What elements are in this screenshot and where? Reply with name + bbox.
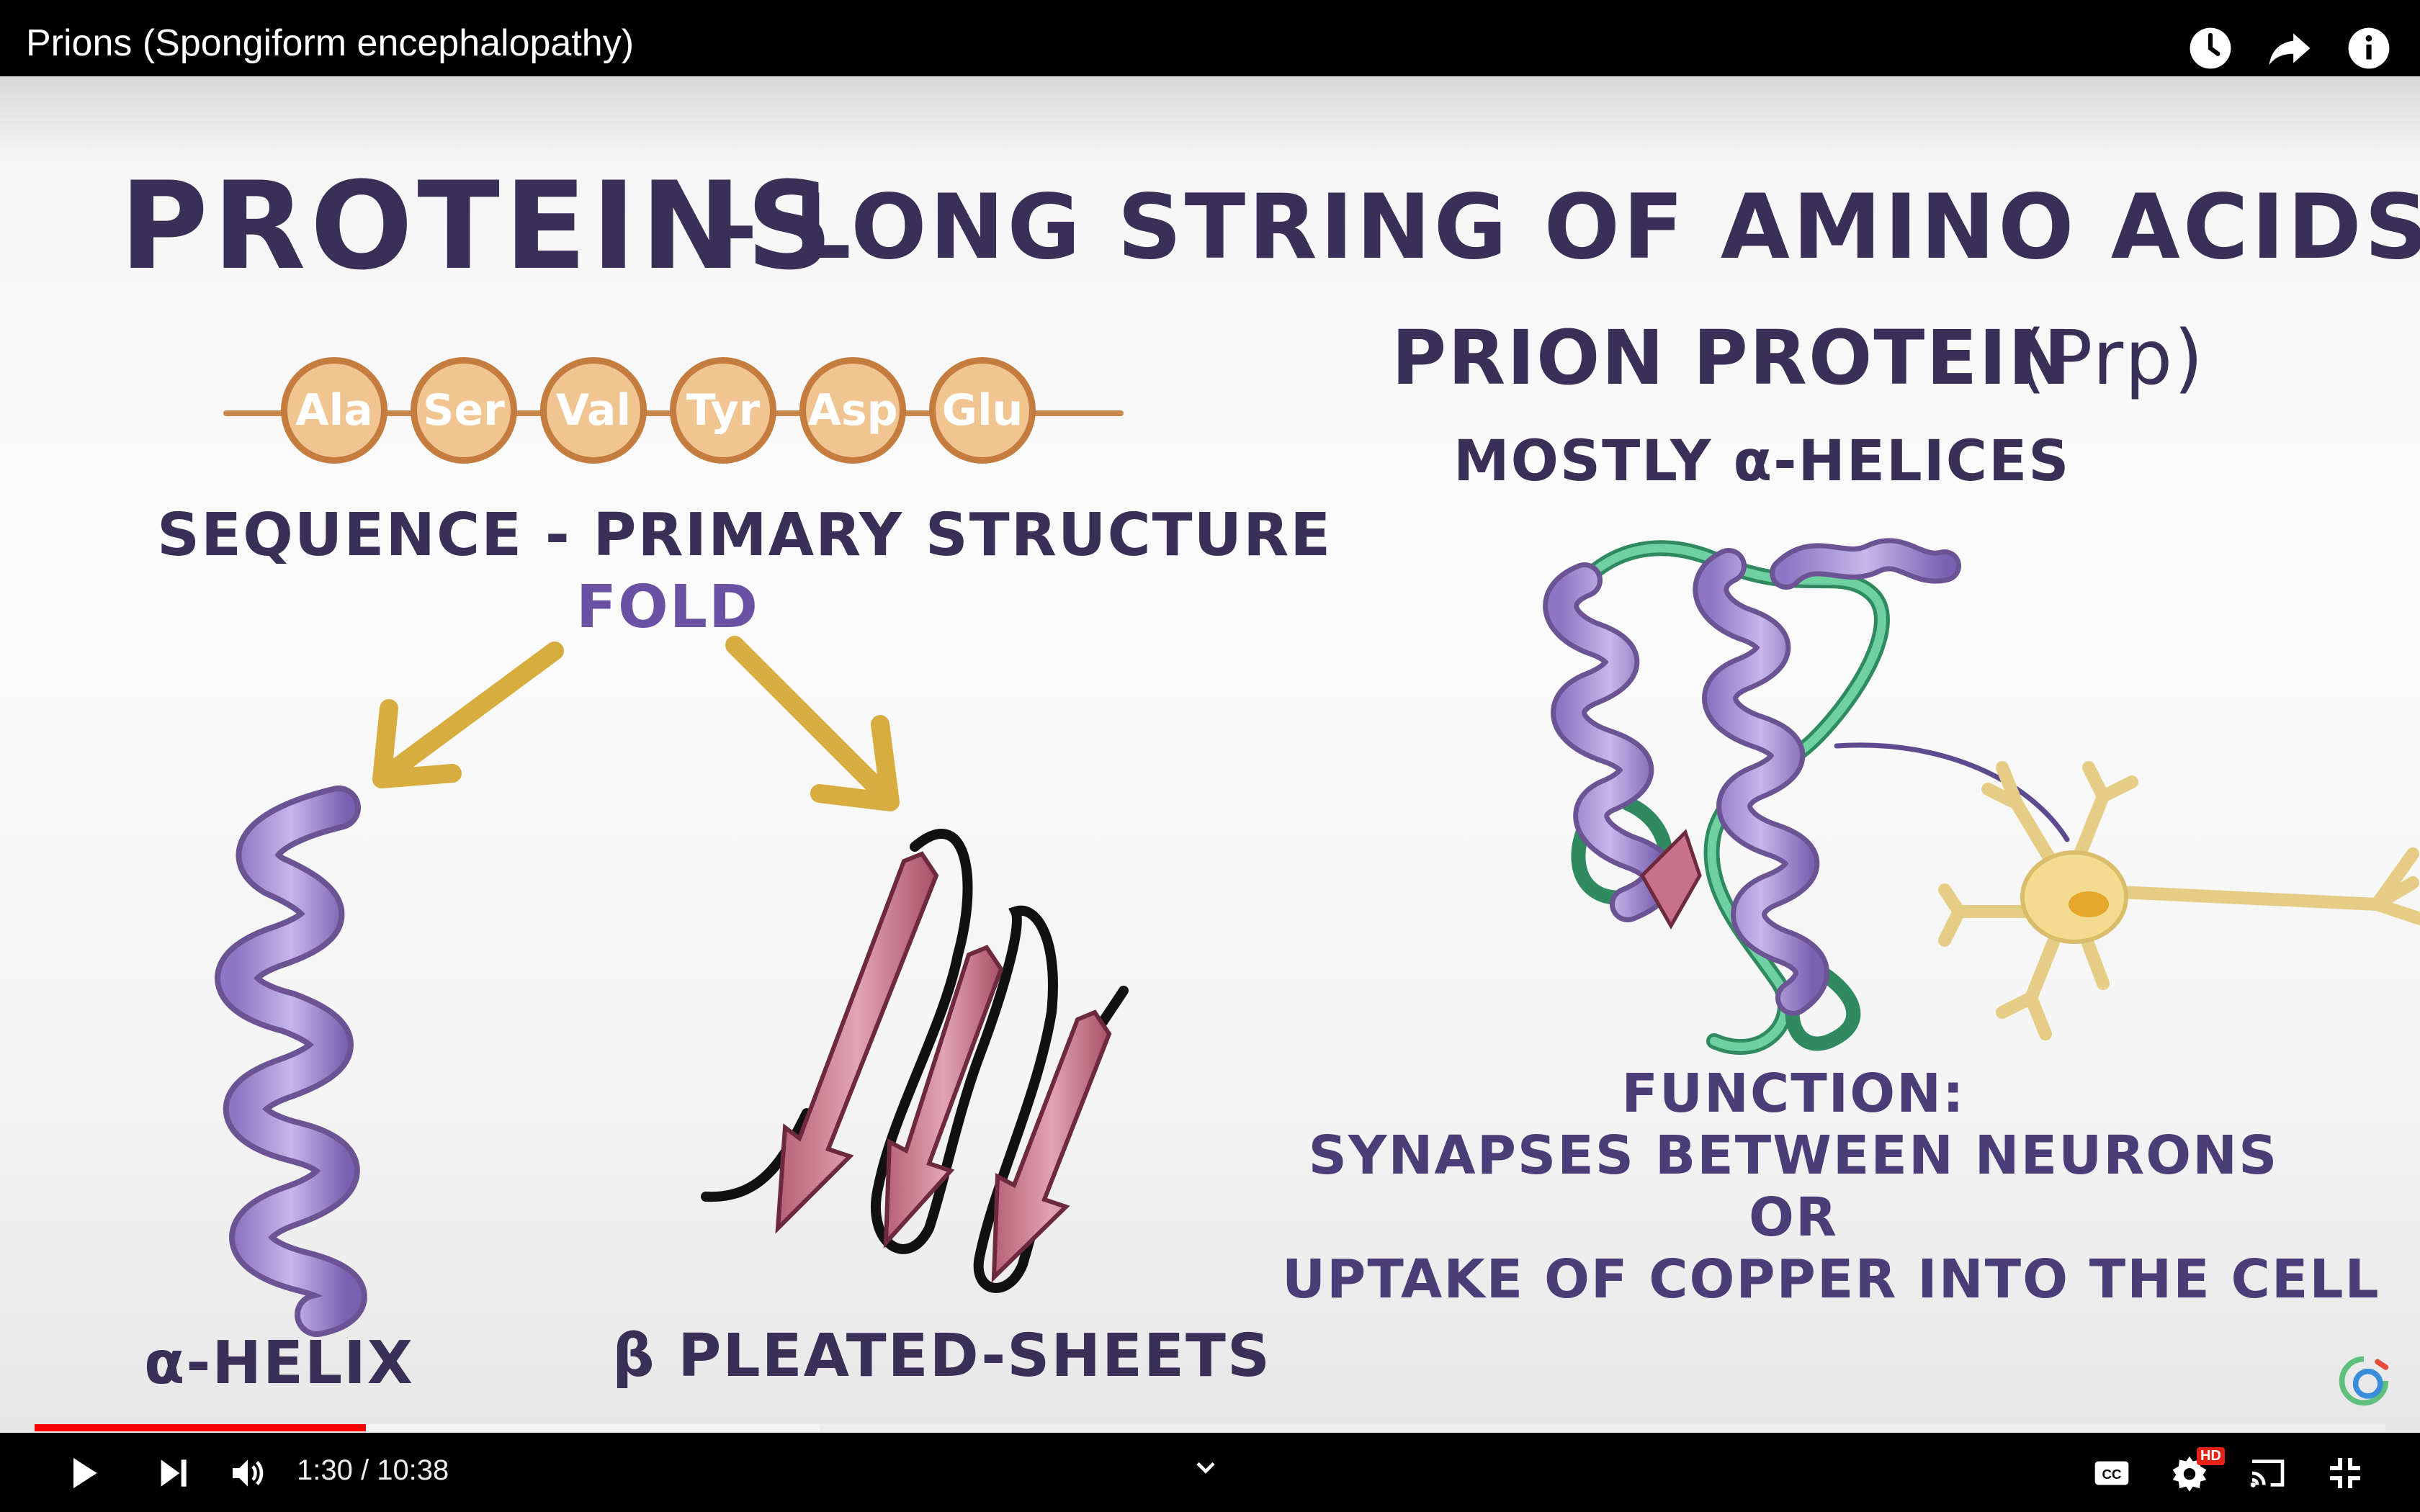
video-title[interactable]: Prions (Spongiform encephalopathy) bbox=[26, 22, 635, 64]
video-frame[interactable]: PROTEINS - LONG STRING OF AMINO ACIDS Al… bbox=[0, 76, 2420, 1433]
exit-fullscreen-icon[interactable] bbox=[2325, 1453, 2365, 1493]
progress-played bbox=[35, 1424, 367, 1431]
volume-icon[interactable] bbox=[228, 1453, 268, 1493]
next-icon[interactable] bbox=[153, 1453, 193, 1493]
settings-gear-icon[interactable] bbox=[2169, 1453, 2210, 1493]
share-icon[interactable] bbox=[2267, 26, 2312, 71]
hd-badge: HD bbox=[2197, 1447, 2225, 1465]
slide-heading-subtitle: - LONG STRING OF AMINO ACIDS bbox=[720, 176, 2420, 279]
closed-captions-icon[interactable]: CC bbox=[2092, 1453, 2132, 1493]
alpha-helix-label: α-HELIX bbox=[144, 1329, 414, 1398]
amino-acid-label: Glu bbox=[941, 385, 1023, 436]
fold-label: FOLD bbox=[576, 573, 760, 642]
alpha-helix-drawing bbox=[215, 786, 367, 1337]
amino-acid-bead: Ser bbox=[411, 357, 517, 464]
chevron-down-icon[interactable] bbox=[1190, 1452, 1222, 1483]
progress-bar[interactable] bbox=[35, 1424, 2385, 1431]
play-icon[interactable] bbox=[63, 1453, 104, 1493]
fold-arrow-right bbox=[725, 636, 900, 811]
amino-acid-bead: Ala bbox=[281, 357, 387, 464]
watch-later-icon[interactable] bbox=[2188, 26, 2233, 71]
function-description: FUNCTION: SYNAPSES BETWEEN NEURONS OR UP… bbox=[1282, 1063, 2380, 1310]
progress-buffered bbox=[35, 1424, 820, 1431]
beta-sheet-drawing bbox=[701, 829, 1129, 1293]
amino-acid-bead: Asp bbox=[799, 357, 906, 464]
info-icon[interactable] bbox=[2347, 26, 2391, 71]
time-display: 1:30 / 10:38 bbox=[297, 1454, 449, 1486]
amino-acid-bead: Val bbox=[540, 357, 647, 464]
top-icon-group bbox=[2188, 26, 2391, 71]
player-control-bar: 1:30 / 10:38 CC HD bbox=[0, 1424, 2420, 1512]
amino-acid-label: Asp bbox=[807, 385, 898, 436]
amino-acid-chain: Ala Ser Val Tyr Asp Glu bbox=[223, 348, 1124, 478]
prion-protein-drawing bbox=[1543, 538, 2070, 1055]
amino-acid-label: Ser bbox=[423, 385, 505, 436]
neuron-drawing bbox=[1938, 761, 2420, 1040]
slide-heading: PROTEINS bbox=[120, 156, 838, 297]
cast-icon[interactable] bbox=[2247, 1453, 2287, 1493]
video-top-bar: Prions (Spongiform encephalopathy) bbox=[0, 0, 2420, 76]
amino-acid-bead: Glu bbox=[929, 357, 1036, 464]
prion-protein-title: PRION PROTEIN bbox=[1392, 314, 2073, 402]
amino-acid-bead: Tyr bbox=[670, 357, 776, 464]
amino-acid-label: Tyr bbox=[686, 385, 761, 436]
cc-label: CC bbox=[2102, 1467, 2122, 1482]
function-line-or: OR bbox=[1749, 1187, 1838, 1248]
function-line-copper: UPTAKE OF COPPER INTO THE CELL bbox=[1282, 1248, 2380, 1310]
channel-logo-icon[interactable] bbox=[2336, 1354, 2391, 1408]
slide-illustrations bbox=[215, 538, 2420, 1337]
function-line-synapses: SYNAPSES BETWEEN NEURONS bbox=[1308, 1125, 2279, 1187]
beta-sheets-label: β PLEATED-SHEETS bbox=[612, 1322, 1271, 1390]
amino-acid-label: Ala bbox=[295, 385, 373, 436]
function-heading: FUNCTION: bbox=[1621, 1063, 1966, 1125]
sequence-label: SEQUENCE - PRIMARY STRUCTURE bbox=[157, 501, 1332, 570]
amino-acid-label: Val bbox=[555, 385, 632, 436]
prion-protein-abbreviation: (Prp) bbox=[2017, 314, 2205, 402]
mostly-helices-label: MOSTLY α-HELICES bbox=[1453, 429, 2071, 494]
fold-arrow-left bbox=[372, 642, 564, 788]
